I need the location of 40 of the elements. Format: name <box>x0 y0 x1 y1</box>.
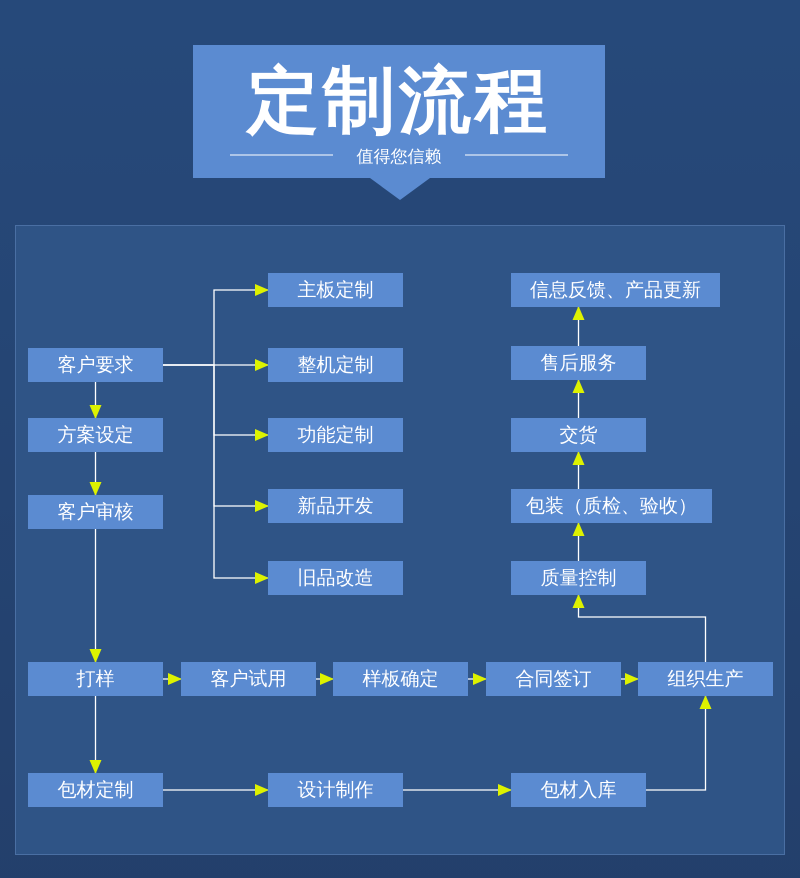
process-box: 新品开发 <box>268 489 403 523</box>
process-box: 主板定制 <box>268 273 403 307</box>
arrow <box>90 696 102 774</box>
process-box: 交货 <box>511 418 646 452</box>
arrow <box>403 784 512 796</box>
arrow <box>316 673 334 685</box>
arrow <box>572 306 584 346</box>
arrow <box>646 695 712 791</box>
process-box: 组织生产 <box>638 662 773 696</box>
process-box: 客户审核 <box>28 495 163 529</box>
arrow <box>90 452 102 496</box>
process-box: 样板确定 <box>333 662 468 696</box>
process-box: 包装（质检、验收） <box>511 489 712 523</box>
arrow <box>163 364 269 584</box>
arrow <box>163 673 182 685</box>
arrow <box>572 451 584 489</box>
title: 定制流程 <box>244 57 552 144</box>
process-box: 客户要求 <box>28 348 163 382</box>
arrow <box>572 594 706 662</box>
process-box: 功能定制 <box>268 418 403 452</box>
arrow <box>163 784 269 796</box>
arrow <box>468 673 487 685</box>
arrow <box>90 529 102 663</box>
process-box: 整机定制 <box>268 348 403 382</box>
process-box: 包材定制 <box>28 773 163 807</box>
arrow <box>90 382 102 419</box>
arrow <box>621 673 639 685</box>
process-box: 合同签订 <box>486 662 621 696</box>
process-box: 方案设定 <box>28 418 163 452</box>
process-box: 售后服务 <box>511 346 646 380</box>
process-box: 旧品改造 <box>268 561 403 595</box>
process-box: 设计制作 <box>268 773 403 807</box>
process-box: 客户试用 <box>181 662 316 696</box>
process-box: 质量控制 <box>511 561 646 595</box>
process-box: 打样 <box>28 662 163 696</box>
arrow <box>572 379 584 418</box>
process-box: 信息反馈、产品更新 <box>511 273 720 307</box>
arrow <box>572 522 584 561</box>
process-box: 包材入库 <box>511 773 646 807</box>
subtitle: 值得您信赖 <box>356 146 442 168</box>
